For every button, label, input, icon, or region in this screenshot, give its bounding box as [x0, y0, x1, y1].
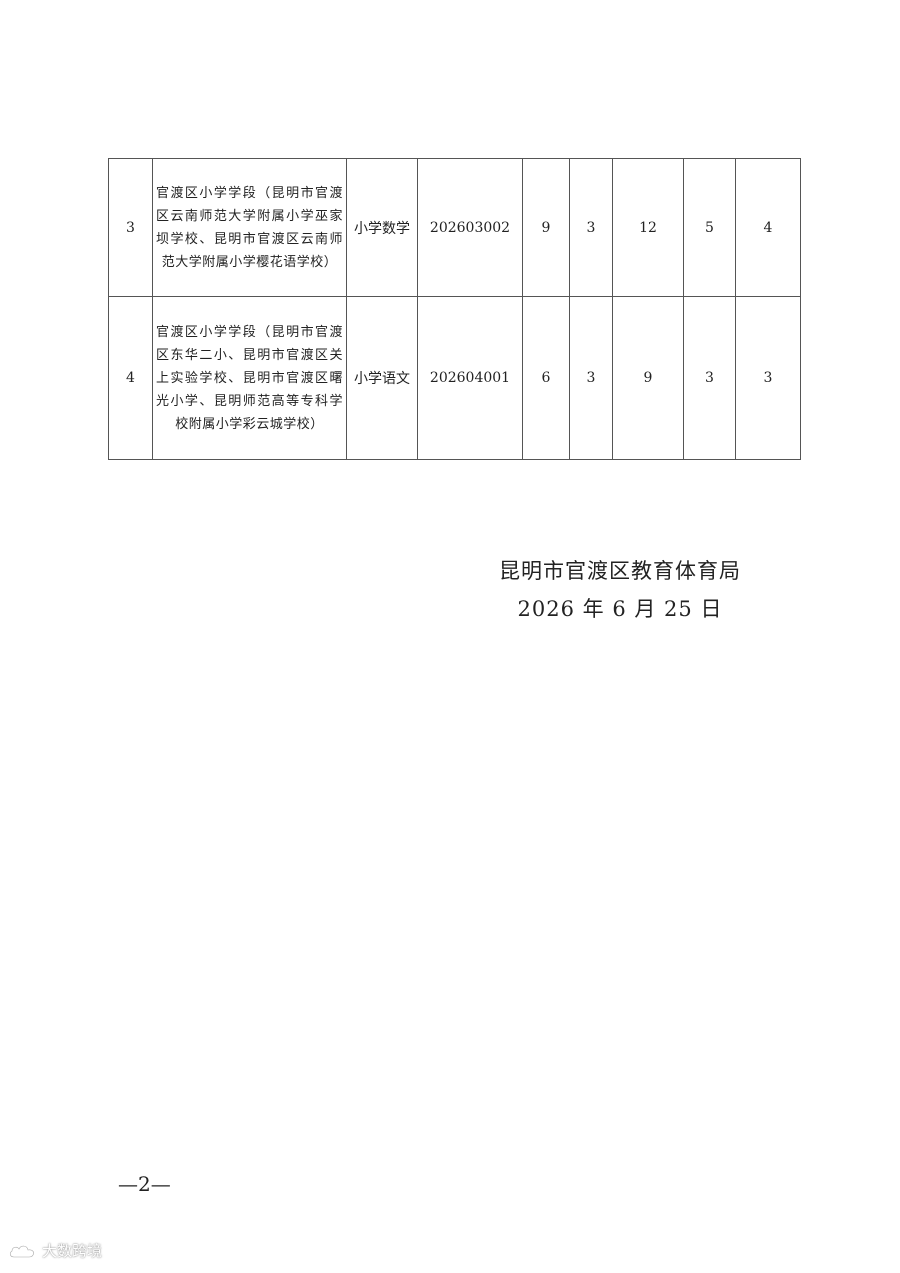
count-cell: 3 — [683, 296, 736, 460]
count-cell: 12 — [612, 158, 684, 297]
count-cell: 5 — [683, 158, 736, 297]
cloud-logo-icon — [8, 1242, 38, 1260]
school-name: 官渡区小学学段（昆明市官渡区云南师范大学附属小学巫家坝学校、昆明市官渡区云南师范… — [152, 158, 347, 297]
subject: 小学语文 — [346, 296, 418, 460]
subject: 小学数学 — [346, 158, 418, 297]
count-cell: 3 — [735, 296, 801, 460]
recruitment-table: 3 官渡区小学学段（昆明市官渡区云南师范大学附属小学巫家坝学校、昆明市官渡区云南… — [108, 158, 801, 460]
row-number: 3 — [108, 158, 153, 297]
issue-date: 2026 年 6 月 25 日 — [517, 597, 723, 621]
position-code: 202604001 — [417, 296, 523, 460]
table-row: 4 官渡区小学学段（昆明市官渡区东华二小、昆明市官渡区关上实验学校、昆明市官渡区… — [108, 296, 801, 460]
watermark: 大数跨境 — [8, 1240, 102, 1261]
watermark-text: 大数跨境 — [42, 1242, 103, 1260]
position-code: 202603002 — [417, 158, 523, 297]
signature-block: 昆明市官渡区教育体育局 2026 年 6 月 25 日 — [460, 553, 780, 627]
count-cell: 4 — [735, 158, 801, 297]
count-cell: 9 — [522, 158, 570, 297]
count-cell: 9 — [612, 296, 684, 460]
issuing-organization: 昆明市官渡区教育体育局 — [499, 559, 741, 583]
table-row: 3 官渡区小学学段（昆明市官渡区云南师范大学附属小学巫家坝学校、昆明市官渡区云南… — [108, 158, 801, 297]
school-name: 官渡区小学学段（昆明市官渡区东华二小、昆明市官渡区关上实验学校、昆明市官渡区曙光… — [152, 296, 347, 460]
count-cell: 3 — [569, 158, 613, 297]
count-cell: 6 — [522, 296, 570, 460]
row-number: 4 — [108, 296, 153, 460]
count-cell: 3 — [569, 296, 613, 460]
page-number: —2— — [118, 1172, 171, 1196]
